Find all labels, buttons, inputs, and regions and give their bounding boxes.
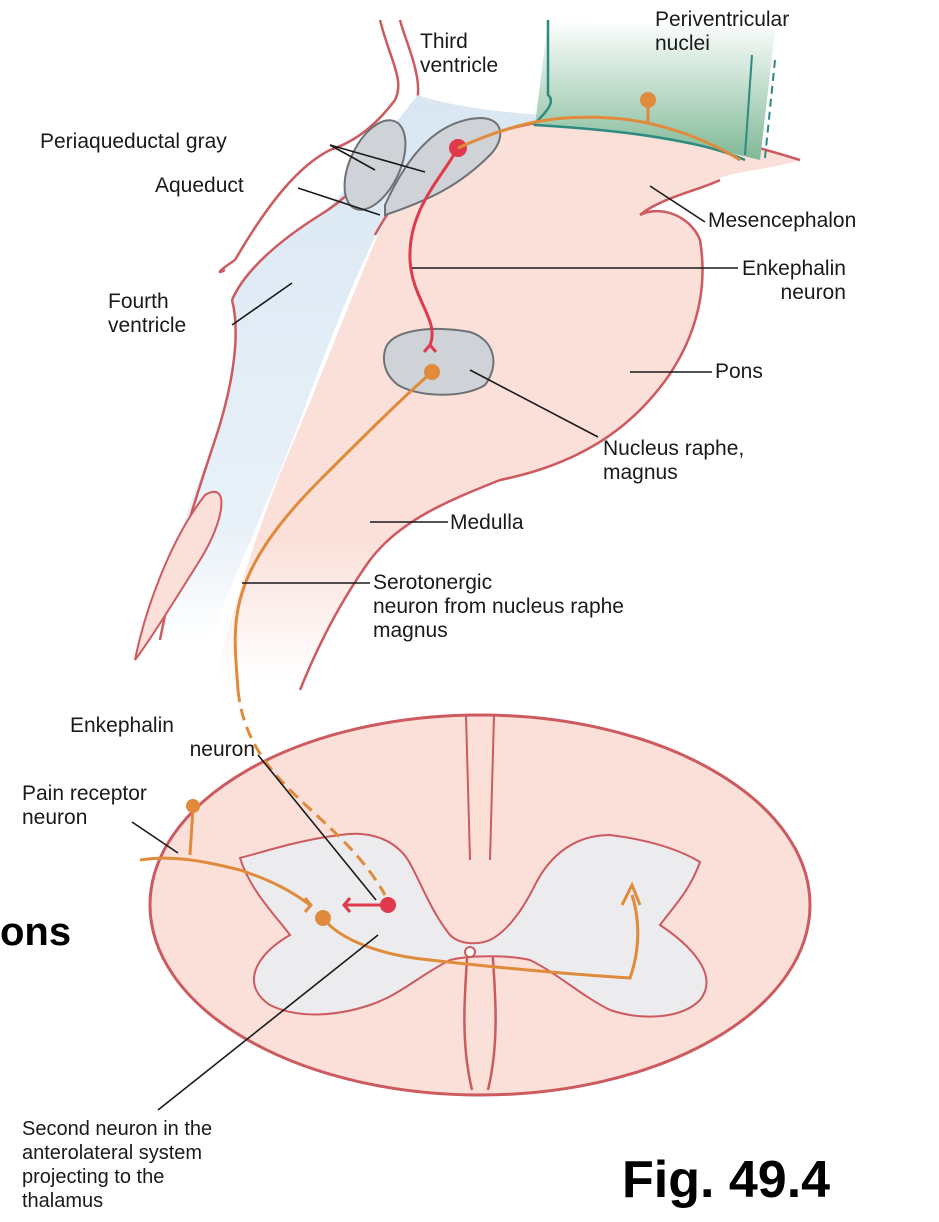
label-enkephalin-bottom-line2: neuron	[70, 738, 255, 762]
label-nucleus-raphe: Nucleus raphe, magnus	[603, 437, 744, 485]
label-second-neuron-line4: thalamus	[22, 1189, 212, 1213]
label-pain-receptor-line1: Pain receptor	[22, 782, 147, 806]
label-pons: Pons	[715, 360, 763, 384]
label-pain-receptor-line2: neuron	[22, 806, 147, 830]
label-enkephalin-top-line2: neuron	[742, 281, 846, 305]
label-third-ventricle-line1: Third	[420, 30, 498, 54]
nucleus-raphe-magnus	[384, 329, 494, 395]
label-second-neuron: Second neuron in the anterolateral syste…	[22, 1117, 212, 1213]
label-serotonergic-line2: neuron from nucleus raphe	[373, 595, 624, 619]
pain-receptor-body	[186, 799, 200, 813]
label-nucleus-raphe-line2: magnus	[603, 461, 744, 485]
label-serotonergic-line1: Serotonergic	[373, 571, 624, 595]
label-second-neuron-line2: anterolateral system	[22, 1141, 212, 1165]
left-wall	[220, 260, 235, 272]
central-canal	[465, 947, 475, 957]
label-medulla: Medulla	[450, 511, 524, 535]
label-periaqueductal-gray: Periaqueductal gray	[40, 130, 227, 154]
label-serotonergic-line3: magnus	[373, 619, 624, 643]
label-fourth-ventricle-line2: ventricle	[108, 314, 186, 338]
label-second-neuron-line1: Second neuron in the	[22, 1117, 212, 1141]
label-second-neuron-line3: projecting to the	[22, 1165, 212, 1189]
label-third-ventricle: Third ventricle	[420, 30, 498, 78]
label-fourth-ventricle-line1: Fourth	[108, 290, 186, 314]
label-periventricular-line2: nuclei	[655, 32, 789, 56]
label-periventricular-nuclei: Periventricular nuclei	[655, 8, 789, 56]
label-mesencephalon: Mesencephalon	[708, 209, 856, 233]
label-enkephalin-top: Enkephalin neuron	[742, 257, 846, 305]
label-serotonergic: Serotonergic neuron from nucleus raphe m…	[373, 571, 624, 643]
label-enkephalin-bottom-line1: Enkephalin	[70, 714, 255, 738]
cropped-slide-text: ons	[0, 910, 71, 955]
label-enkephalin-top-line1: Enkephalin	[742, 257, 846, 281]
figure-label: Fig. 49.4	[622, 1150, 830, 1210]
label-fourth-ventricle: Fourth ventricle	[108, 290, 186, 338]
label-third-ventricle-line2: ventricle	[420, 54, 498, 78]
label-periventricular-line1: Periventricular	[655, 8, 789, 32]
label-pain-receptor: Pain receptor neuron	[22, 782, 147, 830]
label-nucleus-raphe-line1: Nucleus raphe,	[603, 437, 744, 461]
label-enkephalin-bottom: Enkephalin neuron	[70, 714, 255, 762]
label-aqueduct: Aqueduct	[155, 174, 244, 198]
periventricular-neuron-body	[640, 92, 656, 108]
